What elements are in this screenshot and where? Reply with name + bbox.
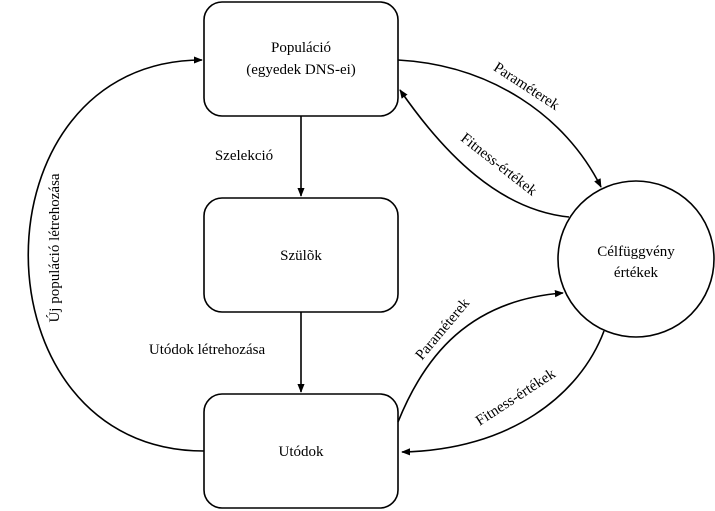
- objective-subtitle: értékek: [614, 265, 659, 281]
- create-offspring-label: Utódok létrehozása: [149, 342, 266, 358]
- fitness-bottom-label: Fitness-értékek: [473, 366, 559, 430]
- params-bottom-arrow: [397, 290, 564, 423]
- parents-node: Szülõk: [203, 197, 399, 313]
- params-bottom-label: Paraméterek: [413, 295, 474, 363]
- fitness-bottom-arrow: [401, 330, 605, 456]
- population-title: Populáció: [271, 40, 331, 56]
- population-node: Populáció (egyedek DNS-ei): [203, 1, 399, 117]
- selection-label: Szelekció: [215, 148, 273, 164]
- objective-title: Célfüggvény: [597, 244, 675, 260]
- offspring-node: Utódok: [203, 393, 399, 509]
- objective-node: Célfüggvény értékek: [557, 180, 715, 338]
- fitness-top-arrow: [399, 89, 570, 218]
- fitness-top-label: Fitness-értékek: [457, 130, 539, 199]
- params-top-arrow: [397, 59, 602, 188]
- population-subtitle: (egyedek DNS-ei): [246, 62, 356, 78]
- offspring-label: Utódok: [279, 444, 325, 460]
- new-population-label: Új populáció létrehozása: [46, 173, 63, 322]
- parents-label: Szülõk: [280, 248, 322, 264]
- new-population-arrow: [27, 56, 205, 452]
